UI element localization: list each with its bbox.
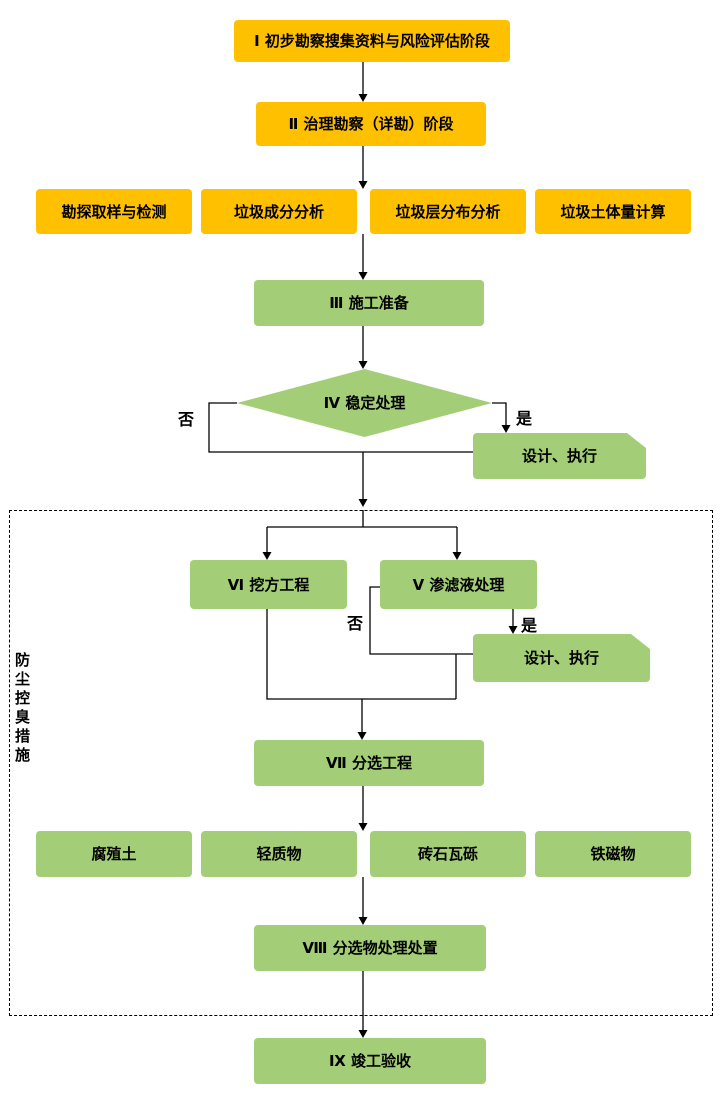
arrowhead bbox=[358, 181, 368, 189]
node-stage6: Ⅵ 挖方工程 bbox=[190, 560, 347, 609]
node-output-2: 轻质物 bbox=[201, 831, 357, 877]
node-stage1: Ⅰ 初步勘察搜集资料与风险评估阶段 bbox=[234, 20, 510, 62]
node-survey-task-1: 勘探取样与检测 bbox=[36, 189, 192, 234]
label-no-stage5: 否 bbox=[347, 614, 364, 633]
node-stage5: Ⅴ 渗滤液处理 bbox=[380, 560, 537, 609]
arrow-decision-yes bbox=[492, 402, 507, 425]
node-design-execute-1: 设计、执行 bbox=[473, 433, 646, 479]
arrowhead bbox=[358, 499, 368, 507]
arrowhead bbox=[358, 94, 368, 102]
label-yes-stage5: 是 bbox=[521, 616, 538, 635]
node-output-1: 腐殖土 bbox=[36, 831, 192, 877]
arrowhead bbox=[501, 425, 511, 433]
node-output-4: 铁磁物 bbox=[535, 831, 691, 877]
node-stage8: Ⅷ 分选物处理处置 bbox=[254, 925, 486, 971]
node-design-execute-2: 设计、执行 bbox=[473, 634, 650, 682]
dust-odor-control-container bbox=[9, 510, 713, 1016]
node-survey-task-3: 垃圾层分布分析 bbox=[370, 189, 526, 234]
label-no-decision4: 否 bbox=[178, 410, 195, 429]
node-stage9: Ⅸ 竣工验收 bbox=[254, 1038, 486, 1084]
arrowhead bbox=[358, 361, 368, 369]
node-stage3: Ⅲ 施工准备 bbox=[254, 280, 484, 326]
node-stage4-decision: Ⅳ 稳定处理 bbox=[237, 369, 492, 437]
node-output-3: 砖石瓦砾 bbox=[370, 831, 526, 877]
label-yes-decision4: 是 bbox=[516, 409, 533, 428]
node-survey-task-2: 垃圾成分分析 bbox=[201, 189, 357, 234]
node-survey-task-4: 垃圾土体量计算 bbox=[535, 189, 691, 234]
arrowhead bbox=[358, 272, 368, 280]
node-stage7: Ⅶ 分选工程 bbox=[254, 740, 484, 786]
node-stage2: Ⅱ 治理勘察（详勘）阶段 bbox=[256, 102, 486, 146]
arrowhead bbox=[358, 1030, 368, 1038]
container-label: 防尘控臭措施 bbox=[13, 652, 31, 766]
